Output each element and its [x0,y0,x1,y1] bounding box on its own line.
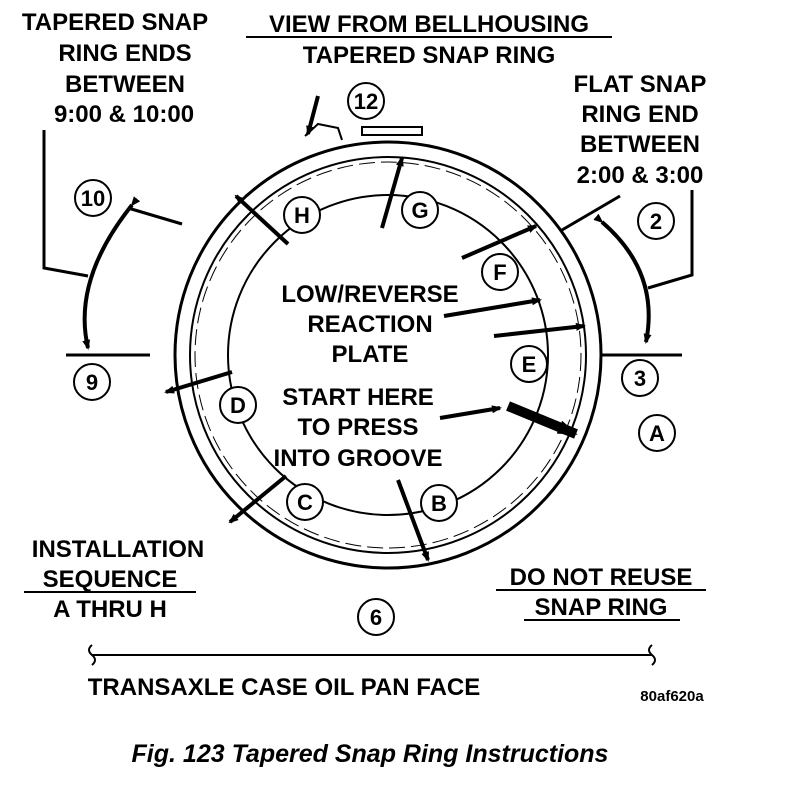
sequence-h: H [283,196,321,234]
do-not-reuse-line-2: SNAP RING [535,594,668,621]
svg-text:D: D [230,393,246,418]
low-reverse-line-1: LOW/REVERSE [281,281,458,308]
installation-line-1: INSTALLATION [32,536,204,563]
sequence-arrows [164,95,586,562]
svg-text:H: H [294,203,310,228]
svg-text:6: 6 [370,605,382,630]
start-here-line-3: INTO GROOVE [274,445,443,472]
clock-12: 12 [347,82,385,120]
tapered-ends-line-2: RING ENDS [58,40,191,67]
sequence-e: E [510,345,548,383]
sequence-f: F [481,253,519,291]
svg-text:12: 12 [354,89,378,114]
right-range-arrow [593,213,652,344]
tapered-ends-line-1: TAPERED SNAP [22,9,208,36]
sequence-d: D [219,386,257,424]
low-reverse-line-3: PLATE [332,341,409,368]
svg-text:B: B [431,491,447,516]
low-reverse-line-2: REACTION [307,311,432,338]
tapered-ends-line-3: BETWEEN [65,71,185,98]
installation-line-2: SEQUENCE [43,566,178,593]
start-here-line-1: START HERE [282,384,434,411]
sequence-bubbles: A B C D E F G H [219,191,676,522]
sequence-c: C [286,483,324,521]
sequence-a: A [638,414,676,452]
do-not-reuse-note: DO NOT REUSE SNAP RING [496,564,706,621]
figure-caption: Fig. 123 Tapered Snap Ring Instructions [132,740,609,768]
flat-end-line-4: 2:00 & 3:00 [577,162,704,189]
oil-pan-face: TRANSAXLE CASE OIL PAN FACE [88,644,656,701]
svg-text:A: A [649,421,665,446]
svg-text:3: 3 [634,366,646,391]
clock-9: 9 [73,363,111,401]
clock-3: 3 [621,359,659,397]
tapered-ends-note: TAPERED SNAP RING ENDS BETWEEN 9:00 & 10… [22,9,208,128]
flat-end-line-3: BETWEEN [580,131,700,158]
svg-text:10: 10 [81,186,105,211]
view-title-line-2: TAPERED SNAP RING [303,42,555,69]
svg-text:E: E [522,352,537,377]
start-here-note: START HERE TO PRESS INTO GROOVE [274,384,443,472]
clock-10: 10 [74,179,112,217]
svg-text:9: 9 [86,370,98,395]
oil-pan-face-label: TRANSAXLE CASE OIL PAN FACE [88,674,480,701]
installation-note: INSTALLATION SEQUENCE A THRU H [24,536,204,623]
sequence-g: G [401,191,439,229]
start-here-line-2: TO PRESS [298,414,419,441]
tapered-ends-line-4: 9:00 & 10:00 [54,101,194,128]
svg-text:2: 2 [650,209,662,234]
do-not-reuse-line-1: DO NOT REUSE [510,564,693,591]
clock-6: 6 [357,598,395,636]
flat-end-line-1: FLAT SNAP [574,71,707,98]
installation-line-3: A THRU H [53,596,167,623]
clock-reference-lines [42,130,694,357]
low-reverse-note: LOW/REVERSE REACTION PLATE [281,281,458,368]
flat-end-line-2: RING END [581,101,698,128]
left-range-arrow [82,196,141,350]
view-title: VIEW FROM BELLHOUSING TAPERED SNAP RING [246,11,612,69]
clock-2: 2 [637,202,675,240]
flat-end-note: FLAT SNAP RING END BETWEEN 2:00 & 3:00 [574,71,707,189]
svg-text:C: C [297,490,313,515]
svg-text:F: F [493,260,506,285]
clock-bubbles: 12 10 2 9 3 6 [73,82,675,636]
sequence-b: B [420,484,458,522]
view-title-line-1: VIEW FROM BELLHOUSING [269,11,589,38]
svg-text:G: G [411,198,428,223]
figure-id: 80af620a [640,688,704,705]
